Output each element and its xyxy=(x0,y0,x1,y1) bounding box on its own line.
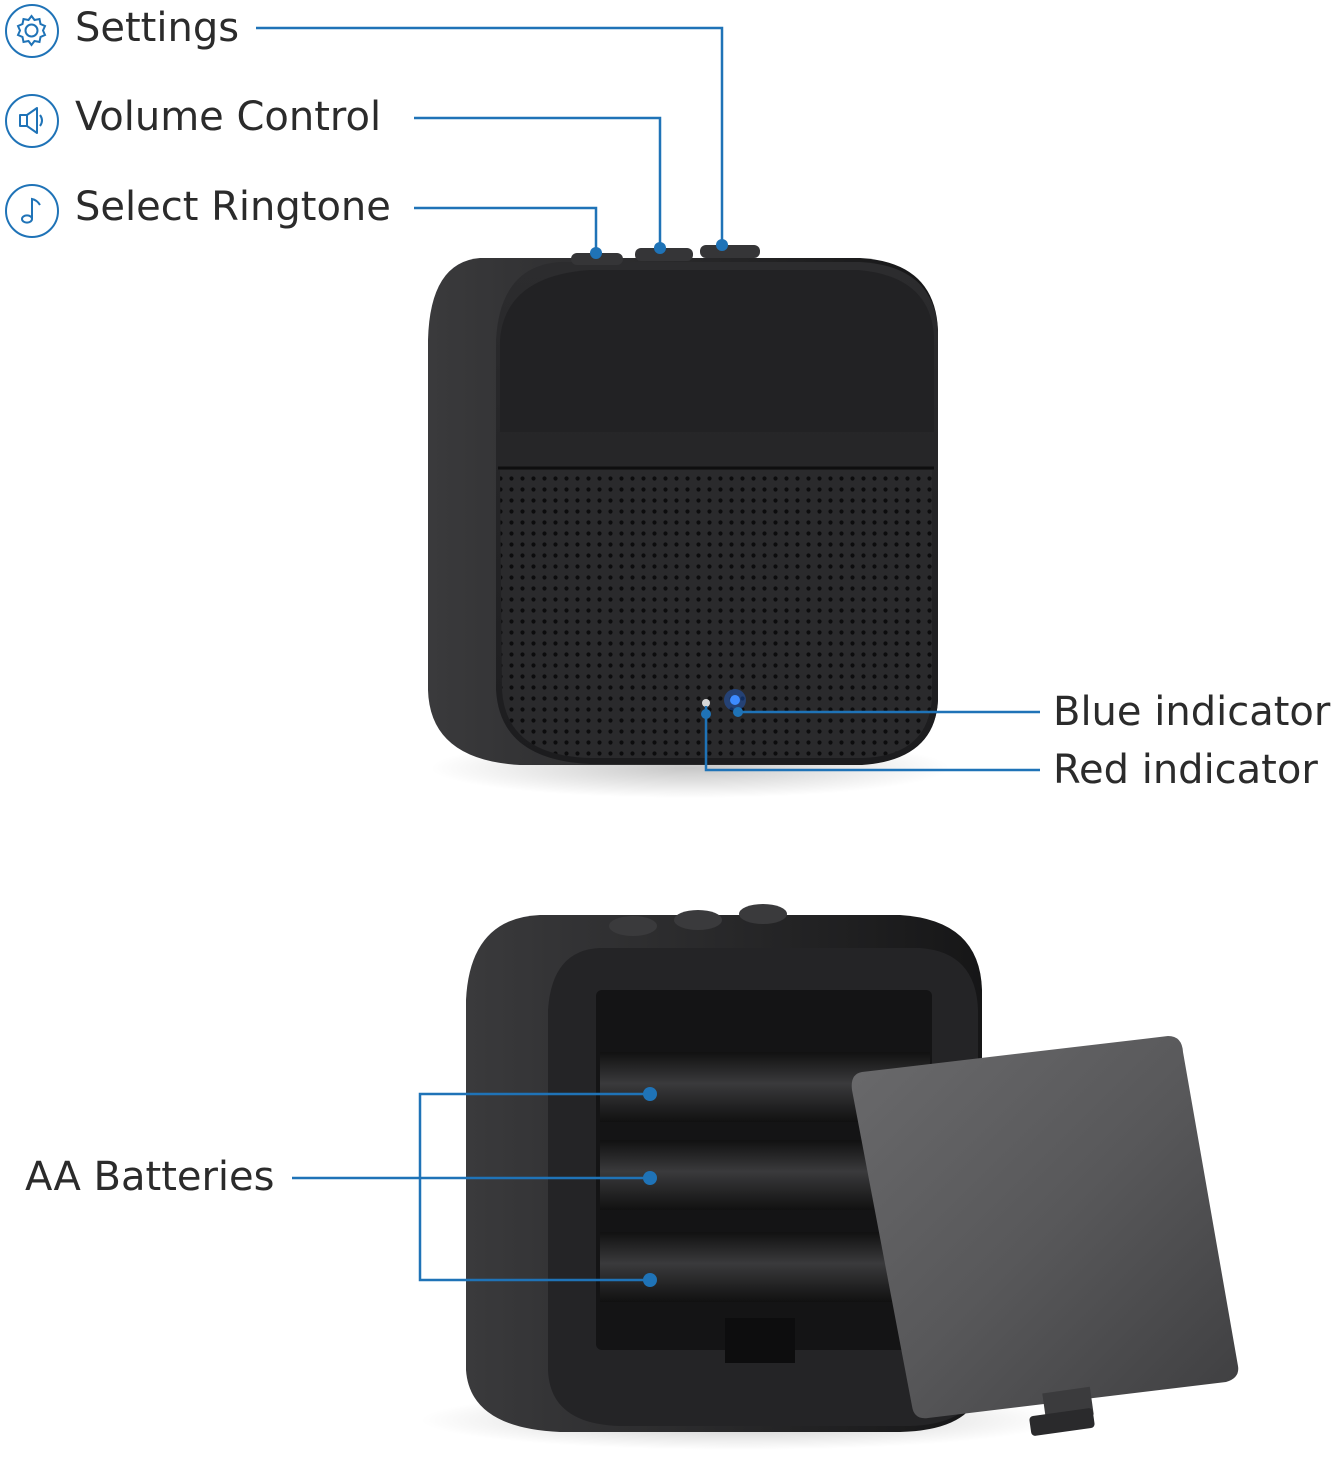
battery-cell-3 xyxy=(600,1232,930,1302)
select-ringtone-button[interactable] xyxy=(571,253,623,265)
red-indicator-led xyxy=(702,699,710,707)
battery-1-dot xyxy=(643,1087,657,1101)
red-indicator-label: Red indicator xyxy=(1053,747,1318,793)
speaker-icon xyxy=(19,107,43,134)
music-note-icon xyxy=(21,197,41,224)
blue-indicator-dot xyxy=(733,707,743,717)
red-indicator-dot xyxy=(701,709,711,719)
volume-icon-badge xyxy=(5,94,59,148)
device-upper-panel xyxy=(500,270,934,432)
volume-dot xyxy=(654,242,666,254)
select-ringtone-label: Select Ringtone xyxy=(75,184,391,230)
doorbell-receiver-front xyxy=(428,245,938,765)
leader-lines xyxy=(256,26,1040,1282)
ringtone-icon-badge xyxy=(5,184,59,238)
settings-button[interactable] xyxy=(700,245,760,258)
speaker-grill xyxy=(500,470,932,758)
batteries-bracket xyxy=(418,1092,650,1282)
device2-button-2 xyxy=(674,910,722,930)
blue-indicator-label: Blue indicator xyxy=(1053,689,1331,735)
ringtone-leader xyxy=(414,206,598,252)
device2-button-3 xyxy=(739,904,787,924)
battery-cover xyxy=(851,1036,1239,1436)
leader-dots xyxy=(590,239,743,1287)
device2-button-1 xyxy=(609,916,657,936)
aa-batteries-label: AA Batteries xyxy=(25,1154,275,1200)
settings-dot xyxy=(716,239,728,251)
volume-leader xyxy=(414,116,662,246)
ringtone-dot xyxy=(590,247,602,259)
blue-indicator-led xyxy=(730,695,740,705)
doorbell-receiver-back xyxy=(466,904,982,1432)
settings-leader xyxy=(256,26,724,244)
battery-cover-plate xyxy=(851,1036,1239,1419)
battery-2-dot xyxy=(643,1171,657,1185)
volume-control-label: Volume Control xyxy=(75,94,382,140)
battery-cover-clip xyxy=(1029,1408,1095,1436)
battery-3-dot xyxy=(643,1273,657,1287)
volume-control-button[interactable] xyxy=(635,248,693,261)
gear-icon xyxy=(16,14,47,47)
compartment-latch xyxy=(725,1318,795,1363)
red-indicator-leader xyxy=(704,706,1040,772)
settings-icon-badge xyxy=(5,4,59,58)
settings-label: Settings xyxy=(75,5,240,51)
